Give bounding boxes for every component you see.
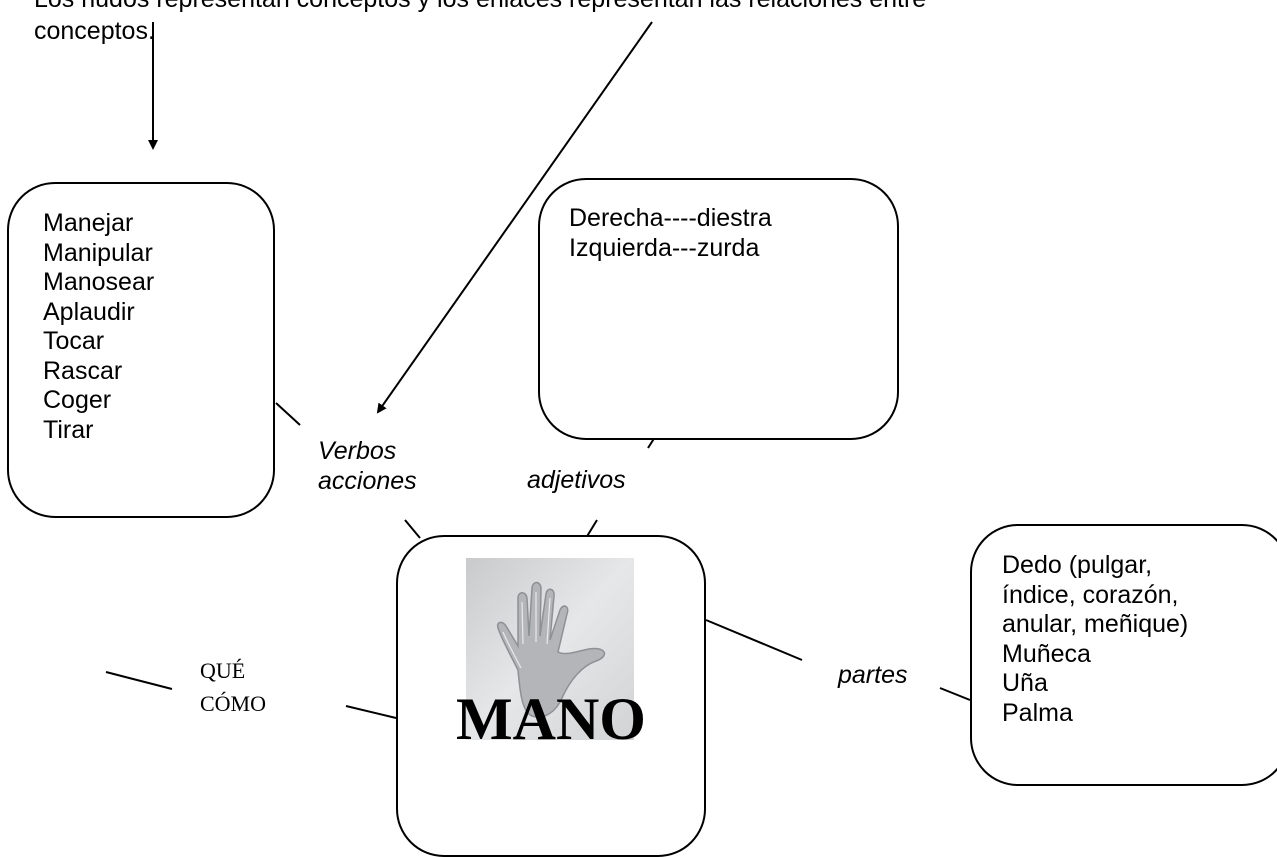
link-label-que: QUÉ bbox=[200, 658, 246, 683]
link-label-verbos: Verbos acciones bbox=[318, 436, 417, 496]
center-node-title: MANO bbox=[456, 686, 646, 752]
verb-item: Rascar bbox=[43, 356, 123, 385]
parts-list: Dedo (pulgar,índice, corazón,anular, meñ… bbox=[1002, 551, 1188, 728]
link-label-partes: partes bbox=[838, 661, 908, 689]
arrow-to-verbos-label bbox=[376, 21, 653, 414]
parts-box bbox=[970, 524, 1277, 786]
part-item: Muñeca bbox=[1002, 639, 1091, 668]
link-label-que-como: QUÉ CÓMO bbox=[200, 654, 266, 720]
verb-item: Coger bbox=[43, 386, 112, 414]
link-label-como: CÓMO bbox=[200, 691, 267, 716]
connector-left-queco bbox=[105, 671, 173, 690]
verb-item: Manipular bbox=[43, 238, 153, 267]
connector-verbos-center bbox=[404, 519, 421, 539]
verbs-box bbox=[7, 182, 275, 518]
connector-queco-center bbox=[345, 705, 397, 719]
verb-item: Tocar bbox=[43, 327, 105, 355]
part-item: Dedo (pulgar, bbox=[1002, 551, 1153, 579]
connector-center-partes bbox=[705, 619, 803, 661]
link-label-adjetivos: adjetivos bbox=[527, 466, 626, 494]
verb-item: Tirar bbox=[43, 415, 94, 444]
intro-text: Los nudos representan conceptos y los en… bbox=[34, 0, 926, 45]
hand-print-image bbox=[466, 558, 634, 740]
part-item: Palma bbox=[1002, 698, 1073, 727]
adjectives-box bbox=[538, 178, 899, 440]
verb-item: Aplaudir bbox=[43, 297, 135, 326]
verb-item: Manosear bbox=[43, 268, 155, 296]
part-item: índice, corazón, bbox=[1002, 580, 1179, 609]
connector-partes-box bbox=[939, 687, 971, 701]
link-label-verbos-line2: acciones bbox=[318, 467, 417, 495]
adjective-item: Izquierda---zurda bbox=[569, 233, 760, 262]
connector-verbs-box bbox=[275, 402, 301, 426]
part-item: anular, meñique) bbox=[1002, 610, 1189, 638]
part-item: Uña bbox=[1002, 669, 1048, 697]
adjective-item: Derecha----diestra bbox=[569, 204, 772, 232]
link-label-verbos-line1: Verbos bbox=[318, 437, 397, 465]
verb-item: Manejar bbox=[43, 209, 134, 237]
